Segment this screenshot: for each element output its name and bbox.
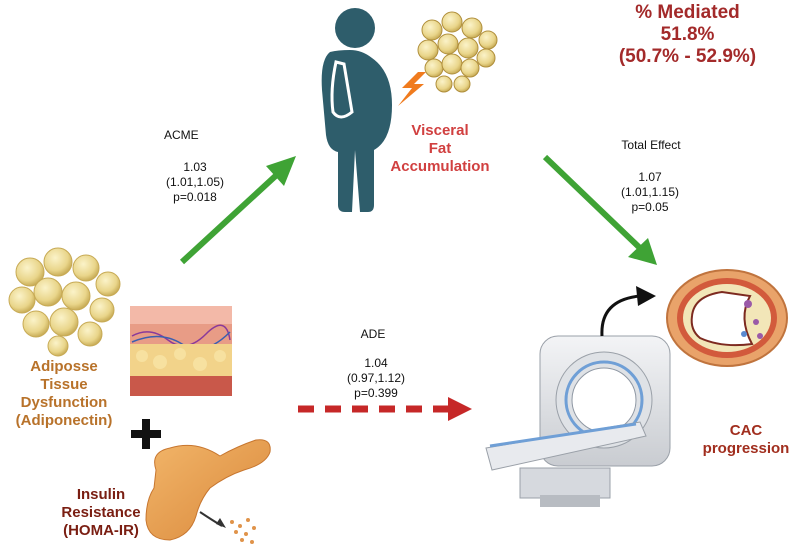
person-icon xyxy=(321,8,392,212)
total-effect-p: p=0.05 xyxy=(631,200,669,214)
total-effect-ci: (1.01,1.15) xyxy=(620,185,680,199)
exposure-line2: Tissue xyxy=(40,376,88,393)
mediated-value: 51.8% xyxy=(660,24,715,45)
ade-ci: (0.97,1.12) xyxy=(346,371,406,385)
total-effect-label: Total Effect xyxy=(621,138,681,152)
ade-arrow xyxy=(298,397,472,421)
exposure-label: Adiposse Tissue Dysfunction (Adiponectin… xyxy=(0,358,128,430)
acme-estimate: 1.03 xyxy=(183,160,207,174)
ade-label: ADE xyxy=(360,327,386,341)
total-effect-stats: 1.07 (1.01,1.15) p=0.05 xyxy=(600,170,700,215)
mediator-line3: Accumulation xyxy=(390,158,490,175)
adipose-cells-icon xyxy=(8,247,121,357)
outcome-label: CAC progression xyxy=(700,422,792,458)
mediator-line1: Visceral xyxy=(411,122,469,139)
skin-layers-icon xyxy=(130,306,232,396)
total-effect-arrow xyxy=(542,154,657,265)
exposure-line4: (Adiponectin) xyxy=(15,412,113,429)
mediated-title: % Mediated xyxy=(635,2,740,23)
mediator-label: Visceral Fat Accumulation xyxy=(380,122,500,176)
outcome-line2: progression xyxy=(702,440,790,457)
lightning-icon xyxy=(398,72,426,106)
covariate-line3: (HOMA-IR) xyxy=(63,522,139,539)
artery-cross-section-icon xyxy=(666,269,788,367)
exposure-line1: Adiposse xyxy=(30,358,98,375)
covariate-line1: Insulin xyxy=(76,486,126,503)
mediator-line2: Fat xyxy=(428,140,452,157)
ade-estimate: 1.04 xyxy=(364,356,388,370)
acme-stats: 1.03 (1.01,1.05) p=0.018 xyxy=(150,160,240,205)
outcome-line1: CAC xyxy=(729,422,763,439)
ade-stats: 1.04 (0.97,1.12) p=0.399 xyxy=(326,356,426,401)
acme-ci: (1.01,1.05) xyxy=(165,175,225,189)
acme-p: p=0.018 xyxy=(173,190,217,204)
curved-arrow xyxy=(600,294,641,337)
acme-arrow xyxy=(179,156,296,265)
total-effect-estimate: 1.07 xyxy=(638,170,662,184)
ade-p: p=0.399 xyxy=(354,386,398,400)
plus-icon xyxy=(131,419,161,449)
covariate-line2: Resistance xyxy=(61,504,141,521)
mediated-ci: (50.7% - 52.9%) xyxy=(618,46,757,67)
fat-cells-icon xyxy=(417,11,498,93)
acme-label: ACME xyxy=(164,128,199,142)
ct-scanner-icon xyxy=(485,335,671,507)
pancreas-icon xyxy=(145,439,271,544)
mediation-block: % Mediated 51.8% (50.7% - 52.9%) xyxy=(580,2,795,68)
exposure-line3: Dysfunction xyxy=(20,394,108,411)
covariate-label: Insulin Resistance (HOMA-IR) xyxy=(46,486,156,540)
